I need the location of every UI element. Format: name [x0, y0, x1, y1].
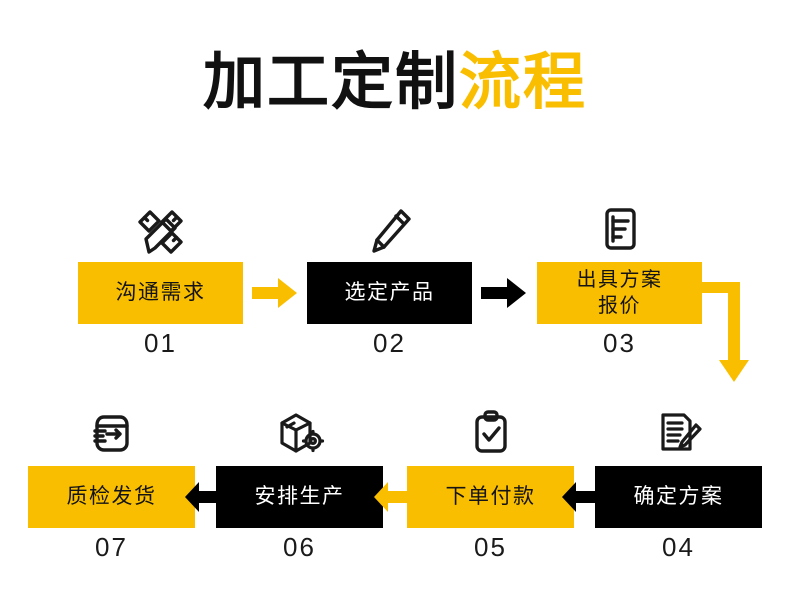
step-04[interactable]: 确定方案 04	[595, 413, 762, 562]
step-07-label: 质检发货	[66, 484, 157, 508]
step-01-box[interactable]: 沟通需求	[78, 262, 243, 324]
clipboard-check-icon	[407, 408, 574, 466]
arrow-step-05-to-06	[374, 482, 408, 512]
arrow-step-03-to-04-elbow	[700, 282, 756, 390]
page-title-accent-part: 流程	[459, 48, 588, 117]
step-05-number: 05	[474, 532, 507, 562]
document-pen-icon	[595, 408, 762, 466]
step-02-label: 选定产品	[344, 280, 435, 304]
step-04-label: 确定方案	[633, 484, 724, 508]
pencil-icon	[307, 204, 472, 262]
document-lines-icon	[537, 204, 702, 262]
step-02-number: 02	[373, 328, 406, 358]
step-06[interactable]: 安排生产 06	[216, 413, 383, 562]
step-02-box[interactable]: 选定产品	[307, 262, 472, 324]
step-02[interactable]: 选定产品 02	[307, 209, 472, 358]
step-01-label: 沟通需求	[115, 280, 206, 304]
step-05-box[interactable]: 下单付款	[407, 466, 574, 528]
step-01-number: 01	[144, 328, 177, 358]
step-04-box[interactable]: 确定方案	[595, 466, 762, 528]
step-01[interactable]: 沟通需求 01	[78, 210, 243, 358]
pen-ruler-icon	[78, 204, 243, 262]
step-04-number: 04	[662, 532, 695, 562]
step-07-number: 07	[95, 532, 128, 562]
page-title-dark-part: 加工定制	[202, 48, 459, 117]
step-03-label-line2: 报价	[598, 295, 641, 317]
step-05[interactable]: 下单付款 05	[407, 410, 574, 562]
step-07[interactable]: 质检发货 07	[28, 415, 195, 562]
step-03-number: 03	[603, 328, 636, 358]
step-06-box[interactable]: 安排生产	[216, 466, 383, 528]
page-title: 加工定制流程	[0, 52, 790, 114]
step-06-label: 安排生产	[254, 484, 345, 508]
step-03-box[interactable]: 出具方案 报价	[537, 262, 702, 324]
step-05-label: 下单付款	[445, 484, 536, 508]
arrow-step-01-to-02	[252, 278, 298, 308]
step-07-box[interactable]: 质检发货	[28, 466, 195, 528]
box-gear-icon	[216, 408, 383, 466]
step-03-label: 出具方案	[576, 269, 663, 291]
arrow-step-02-to-03	[481, 278, 527, 308]
box-shipping-arrow-icon	[28, 408, 195, 466]
arrow-step-06-to-07	[185, 482, 219, 512]
step-03[interactable]: 出具方案 报价 03	[537, 208, 702, 358]
step-06-number: 06	[283, 532, 316, 562]
arrow-step-04-to-05	[562, 482, 596, 512]
